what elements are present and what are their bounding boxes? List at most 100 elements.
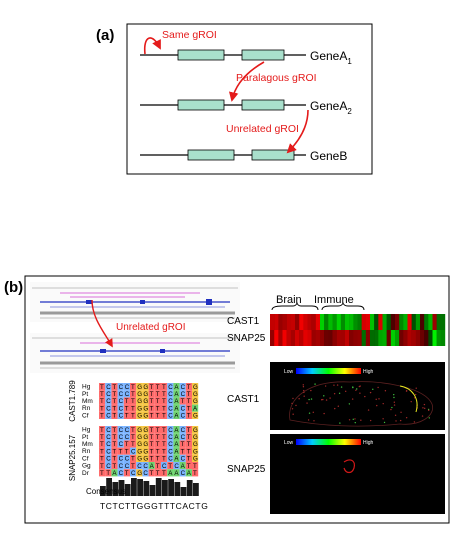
alignment-base: A <box>174 391 179 398</box>
alignment-cell <box>130 433 137 441</box>
alignment-cell <box>105 426 112 434</box>
heatmap-cell <box>295 314 300 330</box>
alignment-base: T <box>181 448 185 455</box>
alignment-cell <box>185 447 192 455</box>
heatmap-cell <box>345 314 350 330</box>
heatmap-cell <box>299 314 304 330</box>
alignment-base: T <box>162 441 166 448</box>
alignment-cell <box>136 433 143 441</box>
alignment-cell <box>136 404 143 412</box>
heatmap-cell <box>374 330 379 346</box>
alignment-cell <box>130 411 137 419</box>
alignment-cell <box>192 433 199 441</box>
alignment-cell <box>179 426 186 434</box>
alignment-base: C <box>131 470 136 477</box>
alignment-cell <box>105 440 112 448</box>
signal-dot <box>367 409 370 411</box>
alignment-base: T <box>162 398 166 405</box>
alignment-cell <box>167 447 174 455</box>
alignment-cell <box>173 383 180 391</box>
heatmap-group-immune: Immune <box>314 294 354 306</box>
alignment-base: T <box>168 463 172 470</box>
alignment-cell <box>142 469 149 477</box>
alignment-base: A <box>174 470 179 477</box>
signal-dot <box>348 403 351 405</box>
alignment-cell <box>105 397 112 405</box>
signal-dot <box>310 389 312 392</box>
alignment-cell <box>111 390 118 398</box>
alignment-cell <box>136 440 143 448</box>
alignment-cell <box>167 383 174 391</box>
alignment-base: T <box>112 456 116 463</box>
signal-dot <box>291 402 293 405</box>
signal-dot <box>393 404 396 406</box>
signal-dot <box>400 411 402 414</box>
alignment-base: C <box>168 427 173 434</box>
alignment-base: T <box>125 470 129 477</box>
logo-column <box>168 479 174 496</box>
brain-map-1-signal <box>291 383 430 424</box>
alignment-cell <box>173 454 180 462</box>
alignment-base: C <box>181 434 186 441</box>
alignment-cell <box>117 426 124 434</box>
alignment-base: G <box>143 398 148 405</box>
alignment-base: T <box>156 398 160 405</box>
heatmap-cell <box>278 330 283 346</box>
signal-dot <box>382 402 384 405</box>
alignment-base: G <box>143 384 148 391</box>
panel-a-label: (a) <box>96 27 114 44</box>
alignment-cell <box>148 454 155 462</box>
alignment-cell <box>179 440 186 448</box>
alignment-cell <box>161 397 168 405</box>
signal-dot <box>322 398 324 401</box>
alignment-base: C <box>106 448 111 455</box>
species-label: Rn <box>82 448 91 455</box>
heatmap-cell <box>378 314 383 330</box>
alignment-base: C <box>162 463 167 470</box>
alignment-base: T <box>156 434 160 441</box>
signal-dot <box>376 404 378 407</box>
heatmap-cell <box>345 330 350 346</box>
alignment-base: T <box>150 427 154 434</box>
alignment-cell <box>99 462 106 470</box>
heatmap-cell <box>361 330 367 346</box>
alignment-cell <box>148 440 155 448</box>
alignment-base: T <box>150 448 154 455</box>
alignment-base: T <box>100 456 104 463</box>
alignment-cell <box>148 397 155 405</box>
alignment-base: T <box>187 456 191 463</box>
alignment-base: T <box>100 391 104 398</box>
alignment-base: A <box>150 463 155 470</box>
signal-dot <box>323 395 325 397</box>
alignment-base: A <box>174 413 179 420</box>
alignment-base: A <box>174 448 179 455</box>
signal-dot <box>313 420 315 422</box>
alignment-base: G <box>193 427 198 434</box>
alignment-cell <box>136 462 143 470</box>
heatmap-cell <box>299 330 304 346</box>
alignment-base: G <box>143 413 148 420</box>
alignment-base: T <box>125 405 129 412</box>
brain-map-snap25: Low High SNAP25 <box>227 434 445 514</box>
signal-dot <box>354 418 356 420</box>
alignment-base: T <box>156 427 160 434</box>
heatmap-row-cast1: CAST1 <box>227 316 260 327</box>
alignment-cell <box>123 426 130 434</box>
alignment-cell <box>130 440 137 448</box>
alignment-base: A <box>181 463 186 470</box>
alignment-base: C <box>106 384 111 391</box>
alignment-base: C <box>168 456 173 463</box>
alignment-cell <box>123 390 130 398</box>
alignment-base: G <box>137 384 142 391</box>
heatmap-cell <box>436 314 442 330</box>
alignment-base: C <box>119 470 124 477</box>
brain-map-1-outline <box>289 381 433 427</box>
alignment-base: C <box>131 448 136 455</box>
signal-dot <box>338 392 341 394</box>
signal-dot <box>303 389 305 392</box>
alignment-base: T <box>187 441 191 448</box>
alignment-cell <box>148 411 155 419</box>
alignment-cell <box>111 433 118 441</box>
alignment-base: C <box>181 456 186 463</box>
logo-column <box>131 478 137 496</box>
